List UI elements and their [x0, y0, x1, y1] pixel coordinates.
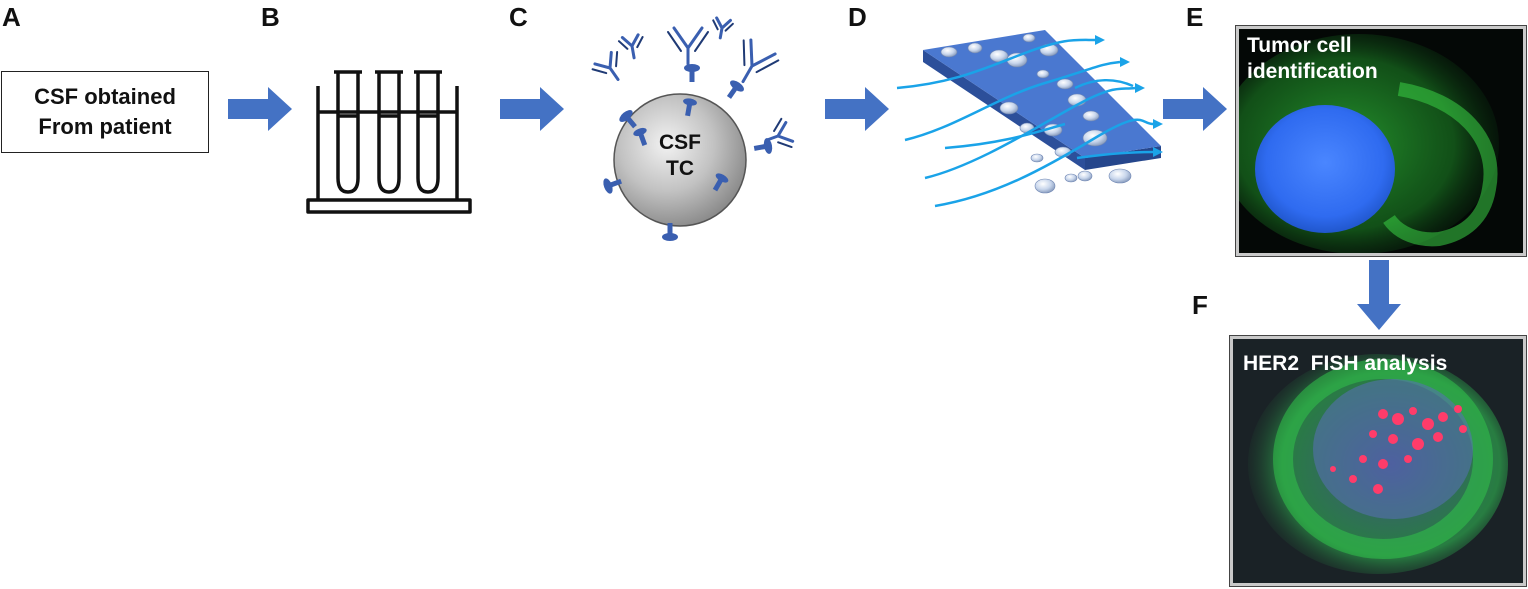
- csf-sample-box: CSF obtained From patient: [1, 71, 209, 153]
- panel-label-a: A: [2, 2, 21, 32]
- panel-label-b: B: [261, 2, 280, 32]
- micrograph-e-label: Tumor cell identification: [1247, 33, 1378, 85]
- microfluidic-chip-illustration: [895, 28, 1180, 223]
- micrograph-tumor-cell: Tumor cell identification: [1235, 25, 1527, 257]
- micrograph-e-label-line2: identification: [1247, 60, 1378, 83]
- flow-arrow-e-f: [1357, 260, 1401, 330]
- csf-box-line2: From patient: [38, 114, 172, 139]
- flow-arrow-c-d: [825, 87, 889, 131]
- cell-label-line1: CSF: [659, 131, 701, 154]
- cell-label-line2: TC: [666, 157, 694, 180]
- cell-label: CSF TC: [640, 130, 720, 182]
- micrograph-e-label-line1: Tumor cell: [1247, 34, 1352, 57]
- panel-label-c: C: [509, 2, 528, 32]
- panel-label-f: F: [1192, 290, 1208, 320]
- micrograph-f-label: HER2 FISH analysis: [1243, 352, 1448, 375]
- csf-box-line1: CSF obtained: [34, 84, 176, 109]
- flow-arrow-a-b: [228, 87, 292, 131]
- panel-label-d: D: [848, 2, 867, 32]
- flow-arrow-b-c: [500, 87, 564, 131]
- panel-label-e: E: [1186, 2, 1204, 32]
- test-tube-rack-icon: [300, 66, 475, 221]
- tumor-cell-antibody-illustration: [580, 8, 810, 253]
- micrograph-her2-fish: HER2 FISH analysis: [1229, 335, 1527, 587]
- flow-arrow-d-e: [1163, 87, 1227, 131]
